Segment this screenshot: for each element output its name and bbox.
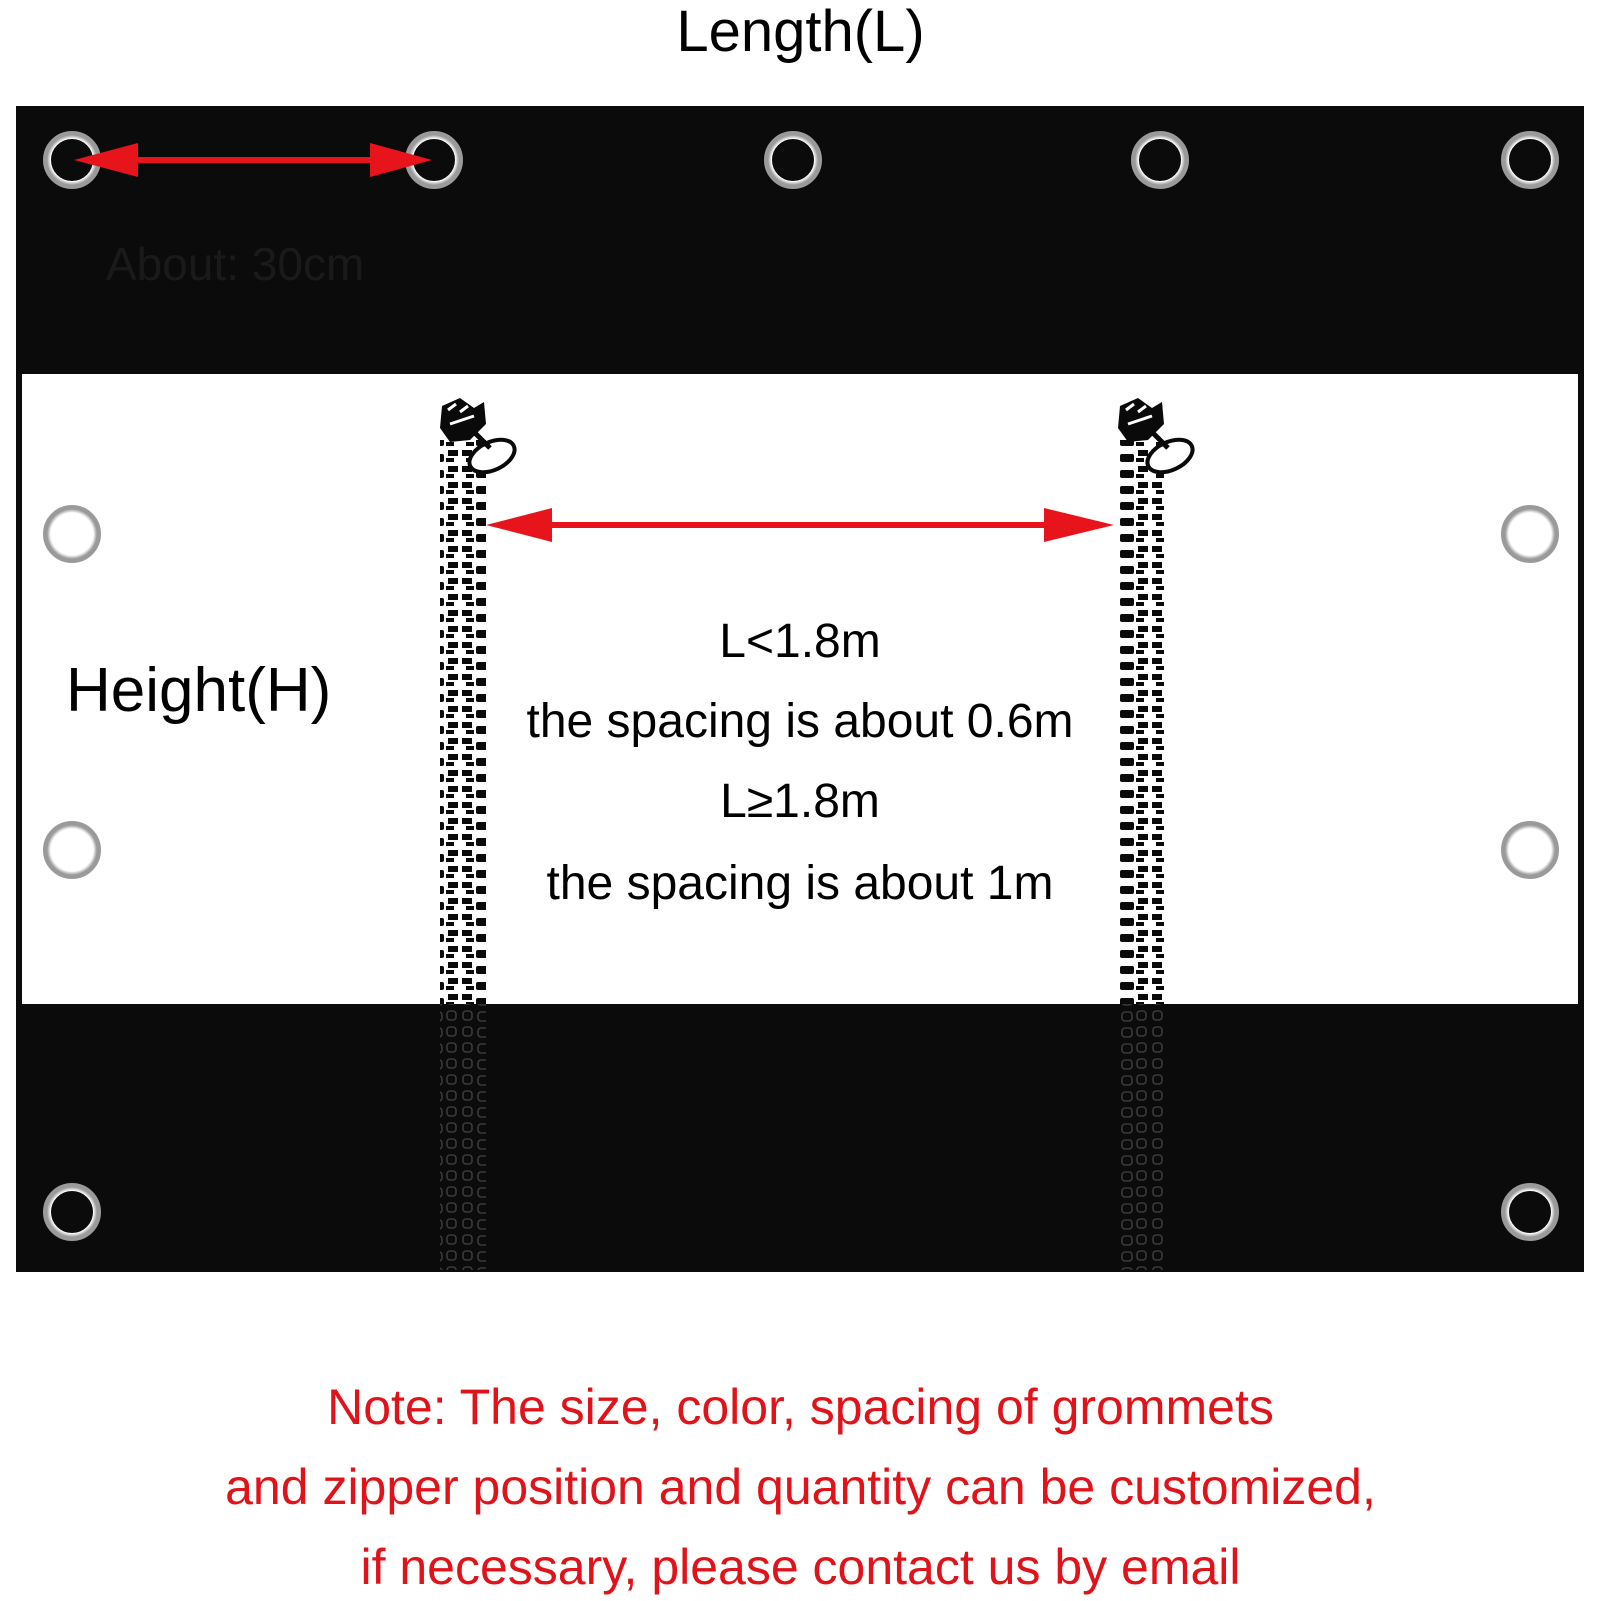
length-label: Length(L) <box>676 0 925 64</box>
zipper-icon <box>440 440 486 1270</box>
tarp-bottom-band <box>16 1004 1584 1272</box>
zipper-pull-icon <box>440 398 517 475</box>
tarp-window <box>22 374 1578 1004</box>
grommet-icon <box>43 505 101 563</box>
grommet-icon <box>1501 821 1559 879</box>
grommet-icon <box>1501 131 1559 189</box>
grommet-icon <box>1501 505 1559 563</box>
grommet-icon <box>1131 131 1189 189</box>
grommet-icon <box>764 131 822 189</box>
double-arrow-icon <box>74 143 432 177</box>
note-line: and zipper position and quantity can be … <box>225 1459 1376 1515</box>
grommet-icon <box>43 1183 101 1241</box>
zipper-spacing-line: the spacing is about 0.6m <box>526 695 1074 748</box>
zipper-spacing-line: the spacing is about 1m <box>546 857 1054 910</box>
grommet-icon <box>43 821 101 879</box>
grommet-icon <box>1501 1183 1559 1241</box>
double-arrow-icon <box>486 508 1114 542</box>
grommet-spacing-label: About: 30cm <box>106 238 365 290</box>
note-line: Note: The size, color, spacing of gromme… <box>327 1379 1274 1435</box>
height-label: Height(H) <box>66 656 332 725</box>
zipper-icon <box>1118 440 1164 1270</box>
zipper-pull-icon <box>1118 398 1195 475</box>
zipper-spacing-line: L≥1.8m <box>720 775 880 828</box>
zipper-spacing-line: L<1.8m <box>719 615 881 668</box>
note-line: if necessary, please contact us by email <box>360 1539 1241 1595</box>
